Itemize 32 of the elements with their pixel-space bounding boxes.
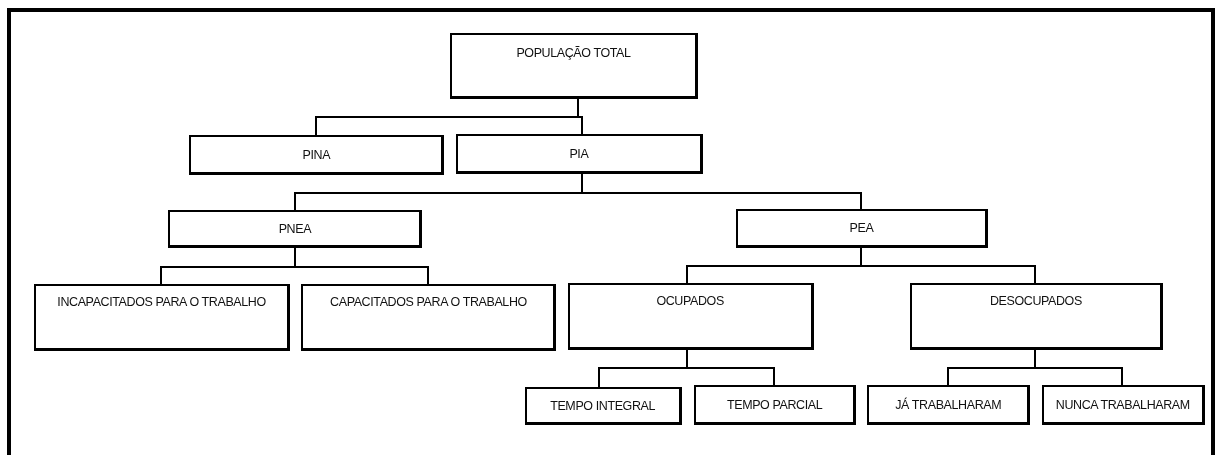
category-box	[34, 284, 290, 351]
connector-line	[294, 247, 429, 285]
category-box	[525, 387, 682, 425]
box-label: TEMPO PARCIAL	[726, 396, 823, 414]
box-label: PNEA	[278, 220, 311, 238]
box-label: PINA	[302, 146, 330, 164]
connector-line	[686, 349, 775, 386]
category-box	[568, 283, 814, 350]
category-box	[450, 33, 698, 99]
category-box	[910, 283, 1163, 350]
connector-line	[1034, 349, 1123, 386]
box-label: INCAPACITADOS PARA O TRABALHO	[57, 293, 266, 311]
category-box	[168, 210, 422, 248]
box-label: TEMPO INTEGRAL	[550, 397, 656, 415]
connector-line	[860, 247, 1036, 284]
box-label: PEA	[849, 219, 874, 237]
category-box	[189, 135, 444, 175]
box-label: NUNCA TRABALHARAM	[1056, 396, 1190, 414]
box-label: OCUPADOS	[656, 292, 725, 310]
category-box	[301, 284, 556, 351]
category-box	[736, 209, 988, 248]
category-box	[694, 385, 856, 425]
category-box	[867, 385, 1030, 425]
box-label: CAPACITADOS PARA O TRABALHO	[329, 293, 527, 311]
box-label: DESOCUPADOS	[990, 292, 1082, 310]
category-box	[456, 134, 703, 174]
connector-line	[577, 98, 583, 135]
category-box	[1042, 385, 1205, 425]
box-label: JÁ TRABALHARAM	[894, 396, 1002, 414]
box-label: POPULAÇÃO TOTAL	[516, 44, 631, 62]
connector-line	[581, 173, 862, 210]
box-label: PIA	[569, 145, 589, 163]
